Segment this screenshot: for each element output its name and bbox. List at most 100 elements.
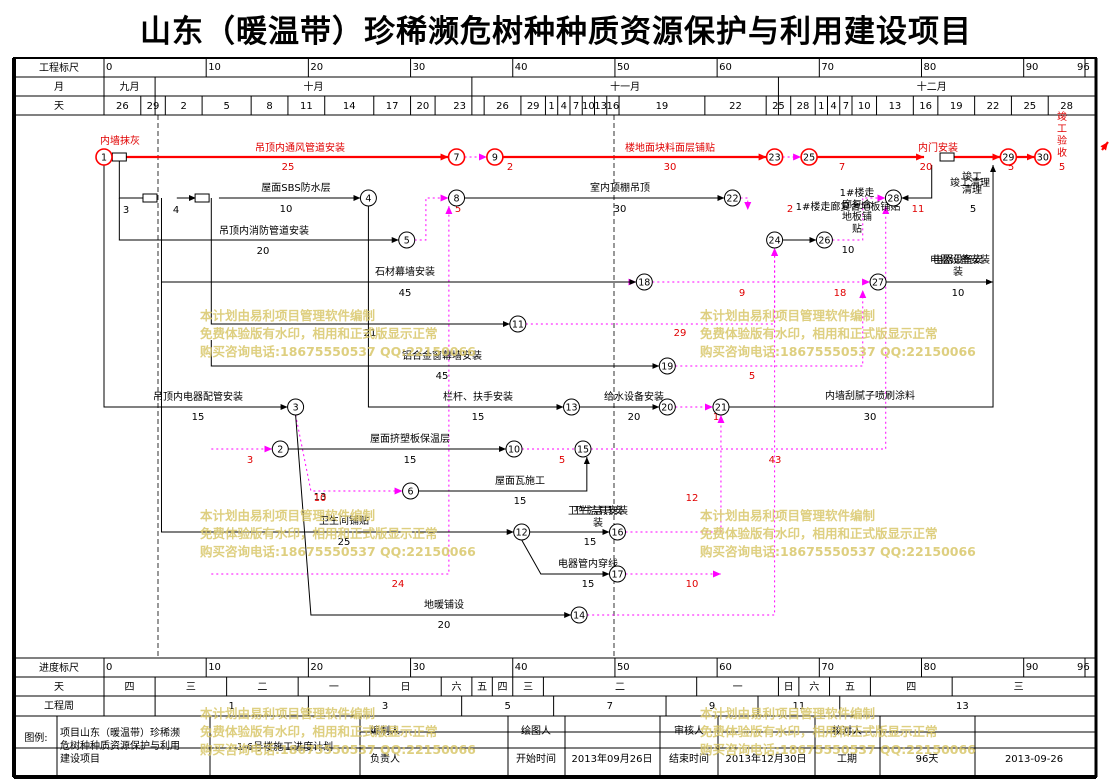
activity-name-11: 吊顶内消防管道安装: [219, 224, 309, 237]
event-node-6: [402, 482, 420, 500]
label-final-2: 验: [1057, 134, 1067, 147]
footer-weekday-13: 五: [845, 682, 855, 693]
footer-scale-value-1: 10: [208, 662, 221, 673]
activity-name-17: 栏杆、扶手安装: [443, 390, 513, 403]
event-node-label-15: 15: [577, 445, 589, 456]
dummy-duration-0: 5: [455, 204, 461, 215]
header-scale-value-0: 0: [106, 62, 112, 73]
header-day-5: 11: [300, 101, 313, 112]
legend-duration-label: 工期: [837, 753, 857, 765]
watermark-3-1: 免费体验版有水印，相用和正式版显示正常: [700, 526, 938, 541]
activity-duration-29: 13: [314, 492, 327, 503]
activity-duration-16: 15: [192, 412, 205, 423]
header-day-7: 17: [386, 101, 399, 112]
footer-scale-value-4: 40: [515, 662, 528, 673]
footer-weekday-2: 二: [257, 682, 267, 693]
footer-week-5: 9: [709, 701, 715, 712]
event-node-label-1: 1: [101, 153, 107, 164]
event-node-24: [766, 231, 784, 249]
footer-weekday-11: 日: [784, 682, 794, 693]
activity-name-5: 内门安装: [918, 141, 958, 154]
activity-duration-12: 30: [614, 204, 627, 215]
event-node-label-11: 11: [512, 320, 524, 331]
event-node-15: [574, 440, 592, 458]
activity-name-15: 铝合金窗幕墙安装: [402, 349, 482, 362]
watermark-0-0: 本计划由易利项目管理软件编制: [200, 308, 375, 323]
legend-responsible-label: 负责人: [370, 752, 400, 765]
watermark: 本计划由易利项目管理软件编制免费体验版有水印，相用和正式版显示正常购买咨询电话:…: [200, 308, 976, 757]
header-day-4: 8: [266, 101, 272, 112]
header-day-17: 16: [607, 101, 620, 112]
activity-duration-3: 30: [664, 162, 677, 173]
activity-duration-14: 21: [364, 328, 377, 339]
dummy-arrow-0: [414, 194, 449, 241]
dummy-duration-14: 24: [392, 579, 405, 590]
legend-end-label: 结束时间: [669, 752, 709, 765]
activity-name-26: 1#楼走廊复合地板铺贴: [796, 200, 901, 213]
header-day-23: 4: [830, 101, 836, 112]
event-node-label-12: 12: [516, 528, 528, 539]
footer-weekday-1: 三: [186, 682, 196, 693]
activity-name-10: 屋面SBS防水层: [261, 181, 330, 194]
final-arrow-stub: [1100, 141, 1109, 151]
header-day-2: 2: [181, 101, 187, 112]
activity-duration-13: 45: [399, 288, 412, 299]
activity-arrow-25: [295, 414, 572, 618]
footer-scale-value-7: 70: [821, 662, 834, 673]
footer-weekday-5: 六: [452, 681, 462, 693]
event-node-18: [635, 273, 653, 291]
header-day-15: 10: [582, 101, 595, 112]
header-day-0: 26: [116, 101, 129, 112]
activity-duration-15: 45: [436, 371, 449, 382]
activity-duration-28: 10: [952, 288, 965, 299]
activity-name-16: 吊顶内电器配管安装: [153, 390, 243, 403]
header-day-1: 29: [147, 101, 160, 112]
dummy-arrow-8: [591, 206, 890, 450]
activity-name-1: 吊顶内通风管道安装: [255, 141, 345, 154]
label-sanitary-1: 卫生洁具安: [573, 504, 623, 517]
footer-week-6: 11: [793, 701, 806, 712]
label-final-3: 收: [1057, 146, 1067, 159]
header-scale-label: 工程标尺: [39, 62, 79, 74]
event-node-label-16: 16: [611, 528, 623, 539]
footer-scale-value-9: 90: [1026, 662, 1039, 673]
header-day-9: 23: [453, 101, 466, 112]
footer-weekday-3: 一: [329, 682, 339, 693]
watermark-2-0: 本计划由易利项目管理软件编制: [200, 508, 375, 523]
event-node-1: [95, 148, 113, 166]
event-node-30: [1034, 148, 1052, 166]
watermark-3-0: 本计划由易利项目管理软件编制: [700, 508, 875, 523]
event-node-22: [723, 189, 741, 207]
header-month-label: 月: [54, 81, 64, 93]
event-node-label-18: 18: [638, 278, 650, 289]
watermark-5-2: 购买咨询电话:18675550537 QQ:22150066: [700, 742, 976, 757]
header-day-14: 7: [573, 101, 579, 112]
activity-arrow-21: [418, 457, 590, 492]
event-node-27: [869, 273, 887, 291]
activity-duration-24: 15: [582, 579, 595, 590]
header-day-11: 29: [527, 101, 540, 112]
dummy-duration-1: 2: [787, 204, 793, 215]
header-day-30: 25: [1023, 101, 1036, 112]
event-node-label-23: 23: [769, 153, 781, 164]
activity-name-18: 给水设备安装: [604, 390, 664, 403]
footer-scale-value-3: 30: [413, 662, 426, 673]
legend-label: 图例:: [24, 731, 47, 744]
header-day-24: 7: [843, 101, 849, 112]
watermark-3-2: 购买咨询电话:18675550537 QQ:22150066: [700, 544, 976, 559]
header-day-25: 10: [858, 101, 871, 112]
header-day-26: 13: [889, 101, 902, 112]
legend-duration-value: 96天: [916, 754, 939, 765]
footer-scale-value-8: 80: [924, 662, 937, 673]
dummy-duration-5: 29: [674, 328, 687, 339]
event-node-26: [815, 231, 833, 249]
event-node-label-13: 13: [565, 403, 577, 414]
header-day-12: 1: [548, 101, 554, 112]
footer-weekday-9: 二: [615, 682, 625, 693]
footer-weekday-8: 三: [523, 682, 533, 693]
event-node-20: [658, 398, 676, 416]
activity-duration-27: 5: [970, 204, 976, 215]
